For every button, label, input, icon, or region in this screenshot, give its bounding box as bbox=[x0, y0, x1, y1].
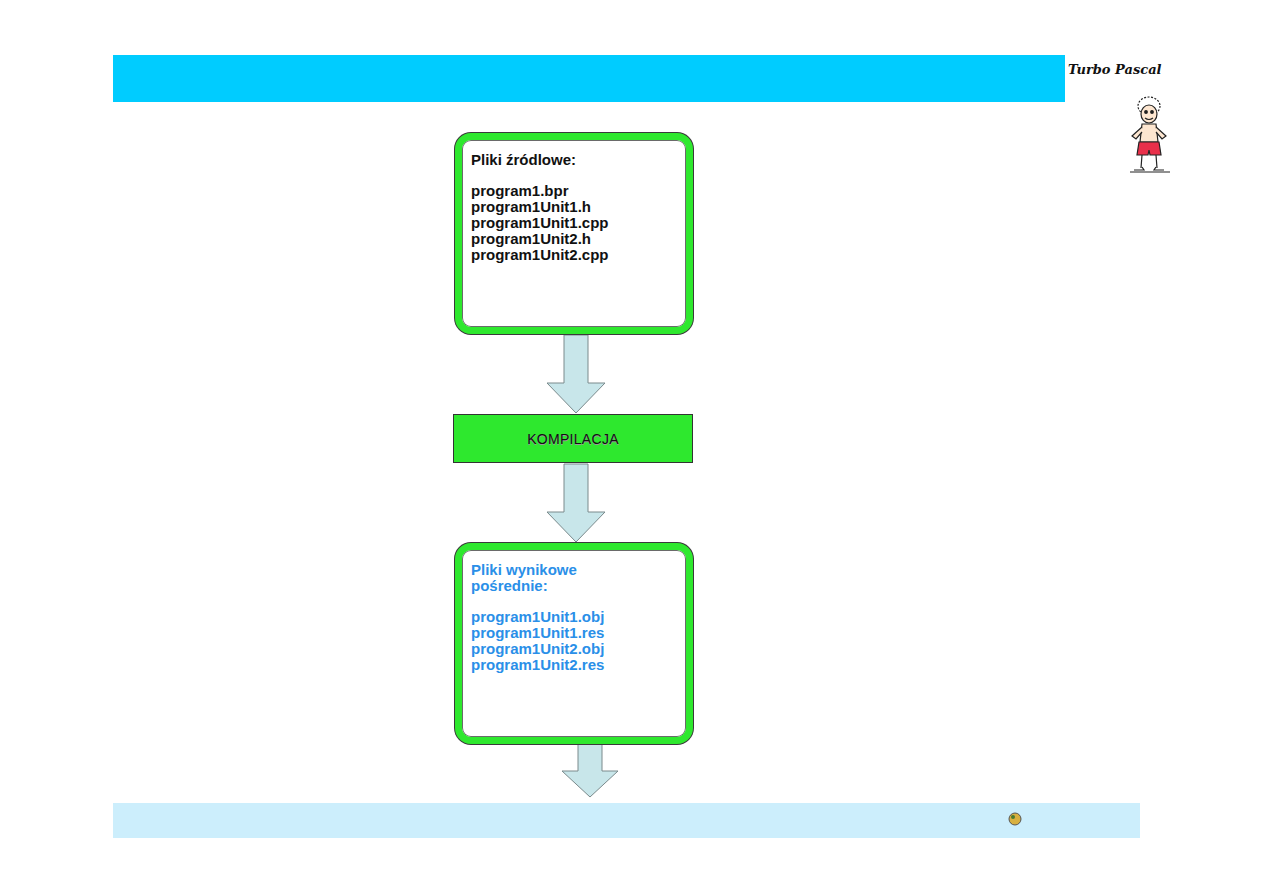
source-files-box: Pliki źródlowe:program1.bprprogram1Unit1… bbox=[455, 133, 693, 334]
box-text: program1Unit1.h bbox=[471, 199, 676, 215]
box-text: KOMPILACJA bbox=[527, 431, 619, 447]
box-heading: Pliki wynikowe pośrednie: bbox=[471, 562, 621, 594]
output-files-box: Pliki wynikowe pośrednie: program1Unit1.o… bbox=[455, 543, 693, 744]
cartoon-figure bbox=[1130, 97, 1170, 172]
box-text: program1Unit2.cpp bbox=[471, 247, 676, 263]
flow-arrow bbox=[547, 335, 605, 413]
flow-arrow bbox=[547, 464, 605, 542]
text-group: KOMPILACJA bbox=[527, 431, 619, 447]
box-text: program1Unit2.obj bbox=[471, 641, 676, 657]
box-text: program1Unit1.cpp bbox=[471, 215, 676, 231]
box-heading: Pliki źródlowe: bbox=[471, 152, 676, 168]
box-text: program1Unit2.res bbox=[471, 657, 676, 673]
exit-arrow bbox=[562, 744, 618, 797]
footer-icon bbox=[1009, 813, 1021, 825]
box-text: program1Unit1.res bbox=[471, 625, 676, 641]
header-bar bbox=[113, 55, 1065, 102]
footer-bar bbox=[113, 803, 1140, 838]
logo-text: Turbo Pascal bbox=[1068, 62, 1162, 77]
box-text: program1Unit2.h bbox=[471, 231, 676, 247]
box-text: program1.bpr bbox=[471, 183, 676, 199]
box-text: program1Unit1.obj bbox=[471, 609, 676, 625]
process-box: KOMPILACJA bbox=[453, 414, 693, 463]
